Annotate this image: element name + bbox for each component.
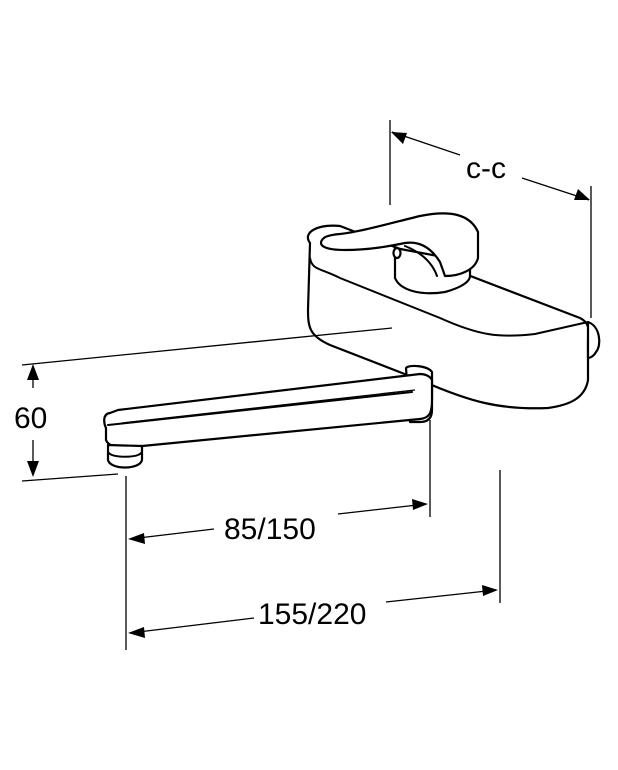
arrow-right-icon [574,189,590,200]
mixer-top-edge [309,257,589,337]
side-cap [586,320,601,360]
height-dimension: 60 [14,327,393,482]
height-label: 60 [14,402,47,435]
arrow-left-icon [128,533,145,544]
reach-short-line-right [337,503,427,515]
arrow-left-icon [128,627,145,638]
aerator-ring [108,452,142,458]
reach-dimensions: 85/150 155/220 [125,420,501,650]
reach-short-label: 85/150 [224,513,316,546]
reach-total-label: 155/220 [258,598,366,631]
arrow-down-icon [27,461,39,477]
arrow-left-icon [391,132,407,144]
height-extension-bottom [21,473,119,482]
spout-groove [121,389,416,424]
arrow-right-icon [412,499,428,510]
arrow-up-icon [27,364,39,380]
arrow-right-icon [482,585,498,596]
faucet-body [306,212,601,410]
reach-total-line-left [129,617,255,634]
cc-dimension: c-c [389,120,592,318]
cc-label: c-c [466,152,506,185]
reach-total-line-right [385,589,497,603]
lever-screw [392,246,402,260]
mixer-body [306,224,590,410]
spout [103,364,434,469]
lever-curve [404,245,438,277]
spout-arm [103,372,434,449]
height-extension-top [21,327,393,366]
lever-handle [319,212,480,278]
